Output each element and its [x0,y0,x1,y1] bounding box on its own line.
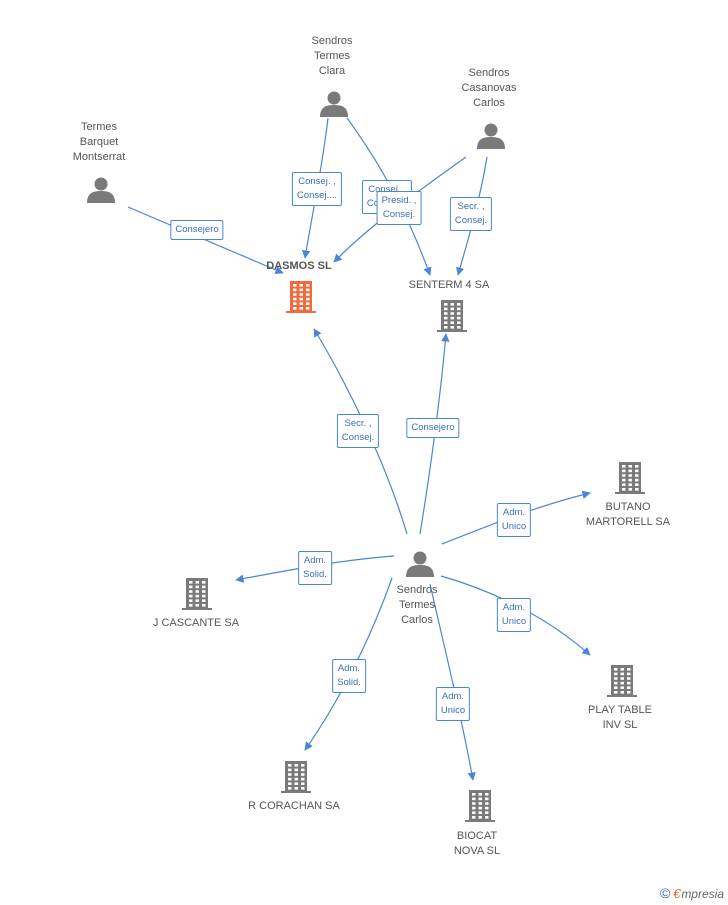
relation-label-stcarlos-butano[interactable]: Adm. Unico [496,503,532,537]
relation-label-stcarlos-playtable[interactable]: Adm. Unico [496,598,532,632]
node-label-dasmos[interactable]: DASMOS SL [266,260,332,272]
relation-label-stc-dasmos[interactable]: Consej. , Consej.... [291,172,343,206]
icon-layer [87,91,645,822]
relation-label-scc-senterm[interactable]: Secr. , Consej. [449,197,493,231]
relation-label-scc-dasmos[interactable]: Presid. , Consej. [376,191,422,225]
node-label-scc[interactable]: Sendros Casanovas Carlos [461,67,517,109]
relation-label-stcarlos-dasmos[interactable]: Secr. , Consej. [336,414,380,448]
copyright-symbol: © [660,885,671,901]
relation-label-stcarlos-biocat[interactable]: Adm. Unico [435,687,471,721]
edge-stcarlos-biocat [429,583,476,781]
node-label-butano[interactable]: BUTANO MARTORELL SA [585,501,671,528]
node-label-stcarlos[interactable]: Sendros Termes Carlos [396,584,438,626]
person-icon-scc[interactable] [477,123,505,150]
person-icon-stc[interactable] [320,91,348,118]
building-icon-playtable[interactable] [607,665,637,697]
building-icon-jcascante[interactable] [182,578,212,610]
relation-label-stcarlos-senterm[interactable]: Consejero [406,418,460,438]
building-icon-rcorachan[interactable] [281,761,311,793]
brand-name: mpresia [681,887,724,901]
person-icon-tbm[interactable] [87,177,115,204]
node-label-playtable[interactable]: PLAY TABLE INV SL [587,704,653,731]
node-label-rcorachan[interactable]: R CORACHAN SA [248,800,340,812]
node-label-jcascante[interactable]: J CASCANTE SA [152,617,240,629]
relation-label-tbm-dasmos[interactable]: Consejero [170,220,224,240]
node-label-tbm[interactable]: Termes Barquet Montserrat [72,121,126,163]
brand-initial: € [673,887,682,901]
node-label-stc[interactable]: Sendros Termes Clara [311,35,353,77]
person-icon-stcarlos[interactable] [406,551,434,578]
relation-label-stcarlos-jcascante[interactable]: Adm. Solid. [298,551,332,585]
edge-tbm-dasmos [127,206,284,274]
building-icon-dasmos[interactable] [286,281,316,313]
node-label-senterm[interactable]: SENTERM 4 SA [408,279,490,291]
building-icon-butano[interactable] [615,462,645,494]
building-icon-senterm[interactable] [437,300,467,332]
building-icon-biocat[interactable] [465,790,495,822]
copyright-footer: © €mpresia [660,885,724,901]
relation-label-stcarlos-rcorachan[interactable]: Adm. Solid. [332,659,366,693]
node-label-biocat[interactable]: BIOCAT NOVA SL [453,830,501,857]
